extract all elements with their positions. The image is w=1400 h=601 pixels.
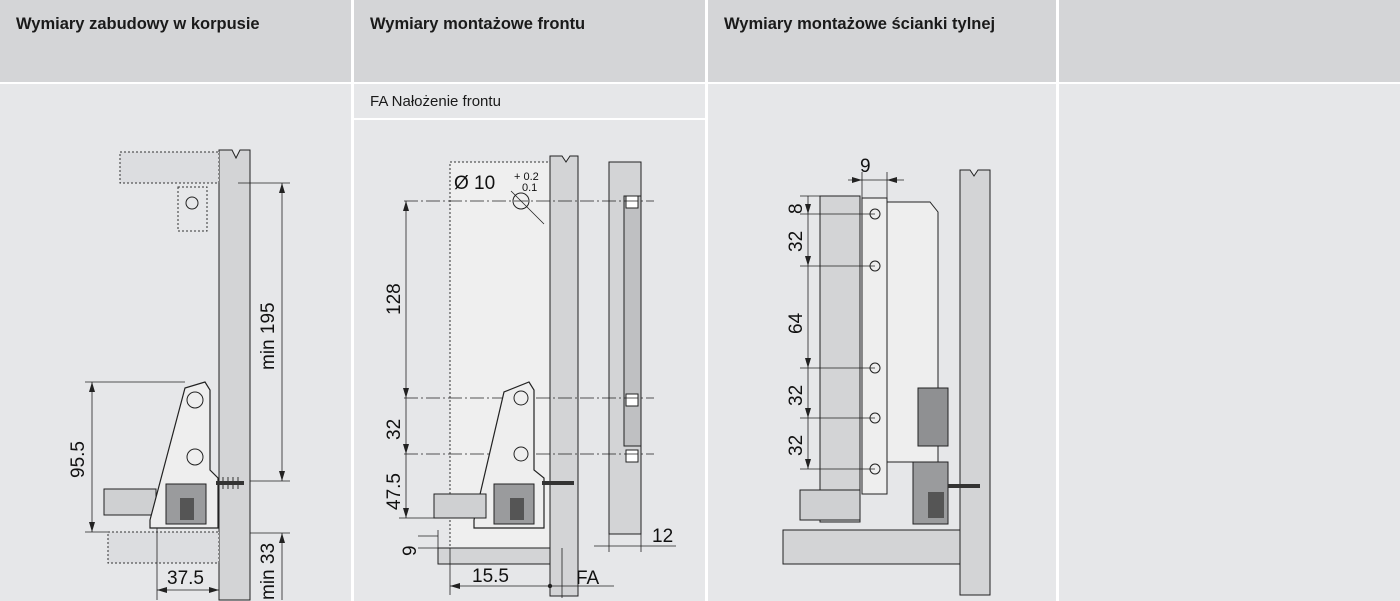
column-header (1059, 0, 1400, 82)
front-installation-drawing: Ø 10 + 0.2 0.1 128 32 47.5 9 15.5 FA 12 (384, 155, 676, 598)
column-title: Wymiary montażowe frontu (370, 15, 586, 33)
column-header: Wymiary zabudowy w korpusie (0, 0, 351, 82)
dim-12: 12 (652, 526, 673, 547)
column-cabinet-dimensions: Wymiary zabudowy w korpusie (0, 0, 351, 601)
dim-9-top: 9 (860, 156, 871, 177)
column-header: Wymiary montażowe frontu (354, 0, 705, 82)
dim-15-5: 15.5 (472, 566, 509, 587)
column-front-dimensions: Wymiary montażowe frontu FA Nałożenie fr… (354, 0, 705, 601)
dim-min-195: min 195 (258, 302, 279, 370)
dim-32-c: 32 (786, 435, 807, 456)
dim-9: 9 (400, 545, 421, 556)
cabinet-installation-drawing: min 195 95.5 37.5 min 33 (68, 149, 290, 601)
dim-fa: FA (576, 568, 600, 589)
dim-32-b: 32 (786, 385, 807, 406)
dim-32: 32 (384, 419, 405, 440)
dim-95-5: 95.5 (68, 441, 89, 478)
column-header: Wymiary montażowe ścianki tylnej (708, 0, 1056, 82)
dim-min-33: min 33 (258, 543, 279, 600)
dim-32-a: 32 (786, 231, 807, 252)
dim-64: 64 (786, 312, 807, 334)
dim-diameter: Ø 10 (454, 173, 495, 194)
subtitle-divider (354, 118, 705, 120)
column-title: Wymiary zabudowy w korpusie (16, 15, 260, 33)
column-empty (1059, 0, 1400, 601)
back-panel-drawing: 9 8 32 64 32 32 (782, 156, 991, 596)
dim-tol-plus: + 0.2 (514, 171, 539, 183)
drawing-panel (1059, 84, 1400, 601)
dim-47-5: 47.5 (384, 473, 405, 510)
column-subtitle: FA Nałożenie frontu (370, 93, 501, 110)
column-title: Wymiary montażowe ścianki tylnej (724, 15, 996, 33)
column-back-panel-dimensions: Wymiary montażowe ścianki tylnej (708, 0, 1056, 601)
dim-128: 128 (384, 283, 405, 315)
dim-37-5: 37.5 (167, 568, 204, 589)
dim-tol-minus: 0.1 (522, 182, 537, 194)
dim-8: 8 (786, 203, 807, 214)
